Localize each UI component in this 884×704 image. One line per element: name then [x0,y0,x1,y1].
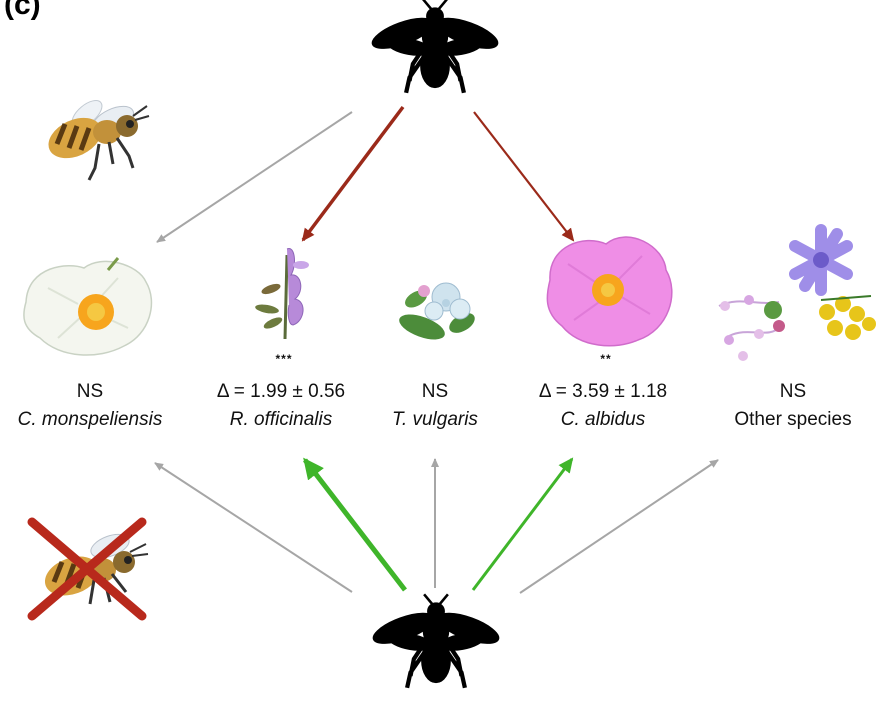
species-c-monspeliensis: C. monspeliensis [0,409,182,431]
significance-r-officinalis: *** [264,352,304,366]
stat-c-albidus: Δ = 3.59 ± 1.18 [510,381,696,403]
label-t-vulgaris: NS T. vulgaris [376,381,494,431]
rosemary-flower [254,248,309,339]
significance-c-albidus: ** [586,352,626,366]
carpenter-bee-bottom-icon [370,594,503,688]
stat-c-monspeliensis: NS [0,381,182,403]
label-other: NS Other species [718,381,868,431]
species-c-albidus: C. albidus [510,409,696,431]
arrow-top-to-r-officinalis [303,107,403,240]
other-species-flowers [719,230,876,361]
stat-r-officinalis: Δ = 1.99 ± 0.56 [188,381,374,403]
stat-t-vulgaris: NS [376,381,494,403]
species-t-vulgaris: T. vulgaris [376,409,494,431]
arrow-top-to-c-albidus [474,112,573,240]
arrow-top-to-c-monspeliensis [157,112,352,242]
stat-other: NS [718,381,868,403]
label-r-officinalis: Δ = 1.99 ± 0.56 R. officinalis [188,381,374,431]
honeybee-icon [42,96,149,180]
label-c-monspeliensis: NS C. monspeliensis [0,381,182,431]
arrow-bottom-to-other [520,460,718,593]
cistus-albidus-flower [547,237,672,346]
cistus-monspeliensis-flower [24,258,152,355]
panel-label: (c) [4,0,41,21]
arrow-bottom-to-c-albidus [473,459,572,590]
carpenter-bee-top-icon [369,0,502,93]
species-other: Other species [718,409,868,431]
crossed-out-honeybee-icon [32,522,148,616]
label-c-albidus: Δ = 3.59 ± 1.18 C. albidus [510,381,696,431]
species-r-officinalis: R. officinalis [188,409,374,431]
thyme-flower [396,283,478,345]
